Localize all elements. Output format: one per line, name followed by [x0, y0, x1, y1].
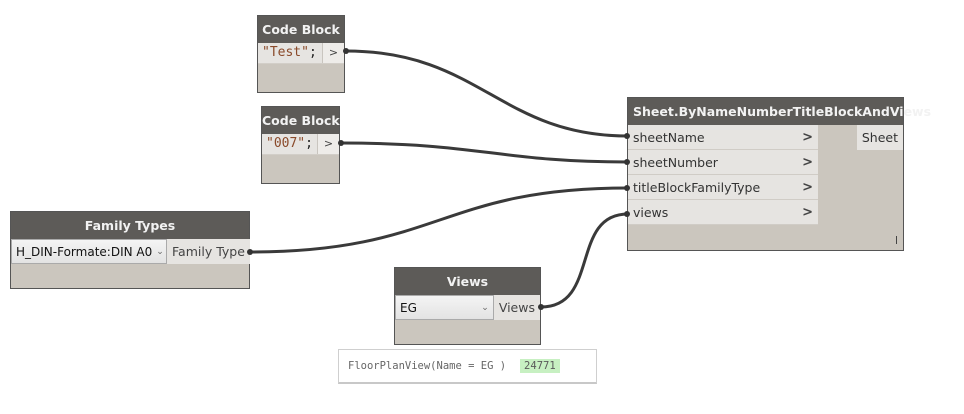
chevron-right-icon: >: [802, 204, 813, 220]
input-label: sheetNumber: [633, 154, 718, 170]
output-port[interactable]: Views: [493, 295, 540, 320]
code-semicolon: ;: [305, 136, 313, 151]
output-port[interactable]: Family Type: [167, 239, 250, 264]
chevron-right-icon: >: [802, 154, 813, 170]
output-port-dot[interactable]: [247, 249, 253, 255]
wire-test-to-sheetname[interactable]: [345, 49, 629, 138]
code-block-node-test[interactable]: Code Block "Test"; >: [257, 15, 345, 93]
output-port-sheet[interactable]: Sheet: [856, 125, 903, 150]
dropdown-value: H_DIN-Formate:DIN A0: [16, 244, 153, 259]
lacing-indicator[interactable]: [896, 236, 897, 244]
family-type-dropdown[interactable]: H_DIN-Formate:DIN A0 ⌄: [11, 239, 167, 264]
input-label: views: [633, 204, 669, 220]
output-port-dot[interactable]: [338, 140, 344, 146]
wire-views-to-views[interactable]: [540, 212, 629, 309]
input-port-dot[interactable]: [624, 211, 630, 217]
wire-007-to-sheetnumber[interactable]: [340, 141, 629, 164]
chevron-down-icon: ⌄: [481, 302, 489, 313]
output-port[interactable]: >: [317, 134, 339, 154]
dropdown-value: EG: [400, 300, 417, 315]
input-port-sheetnumber[interactable]: sheetNumber >: [628, 150, 818, 175]
node-title: Views: [395, 268, 540, 295]
code-block-node-007[interactable]: Code Block "007"; >: [261, 106, 340, 184]
input-port-views[interactable]: views >: [628, 200, 818, 225]
input-port-dot[interactable]: [624, 185, 630, 191]
input-label: sheetName: [633, 129, 705, 145]
preview-bubble[interactable]: FloorPlanView(Name = EG ) 24771: [338, 349, 597, 384]
node-title: Code Block: [262, 107, 340, 134]
code-string: "007": [266, 136, 306, 151]
views-node[interactable]: Views EG ⌄ Views: [394, 267, 541, 345]
chevron-right-icon: >: [802, 179, 813, 195]
chevron-right-icon: >: [802, 129, 813, 145]
input-label: titleBlockFamilyType: [633, 179, 761, 195]
sheet-node[interactable]: Sheet.ByNameNumberTitleBlockAndViews she…: [627, 97, 931, 251]
input-port-dot[interactable]: [624, 159, 630, 165]
input-port-dot[interactable]: [624, 133, 630, 139]
output-port-dot[interactable]: [538, 304, 544, 310]
code-editor[interactable]: "Test";: [258, 43, 322, 63]
output-port[interactable]: >: [322, 43, 344, 63]
chevron-down-icon: ⌄: [156, 246, 164, 257]
code-editor[interactable]: "007";: [262, 134, 317, 154]
family-types-node[interactable]: Family Types H_DIN-Formate:DIN A0 ⌄ Fami…: [10, 211, 250, 289]
input-port-titleblockfamilytype[interactable]: titleBlockFamilyType >: [628, 175, 818, 200]
element-id-badge[interactable]: 24771: [520, 359, 560, 373]
node-title: Family Types: [11, 212, 249, 239]
code-semicolon: ;: [308, 45, 317, 60]
preview-text: FloorPlanView(Name = EG ): [348, 360, 507, 372]
node-title: Code Block: [258, 16, 344, 43]
input-port-sheetname[interactable]: sheetName >: [628, 125, 818, 150]
code-string: "Test": [262, 45, 309, 60]
views-dropdown[interactable]: EG ⌄: [395, 295, 494, 320]
output-port-dot[interactable]: [343, 48, 349, 54]
wire-familytype-to-titleblock[interactable]: [249, 186, 629, 254]
node-title: Sheet.ByNameNumberTitleBlockAndViews: [628, 98, 931, 125]
